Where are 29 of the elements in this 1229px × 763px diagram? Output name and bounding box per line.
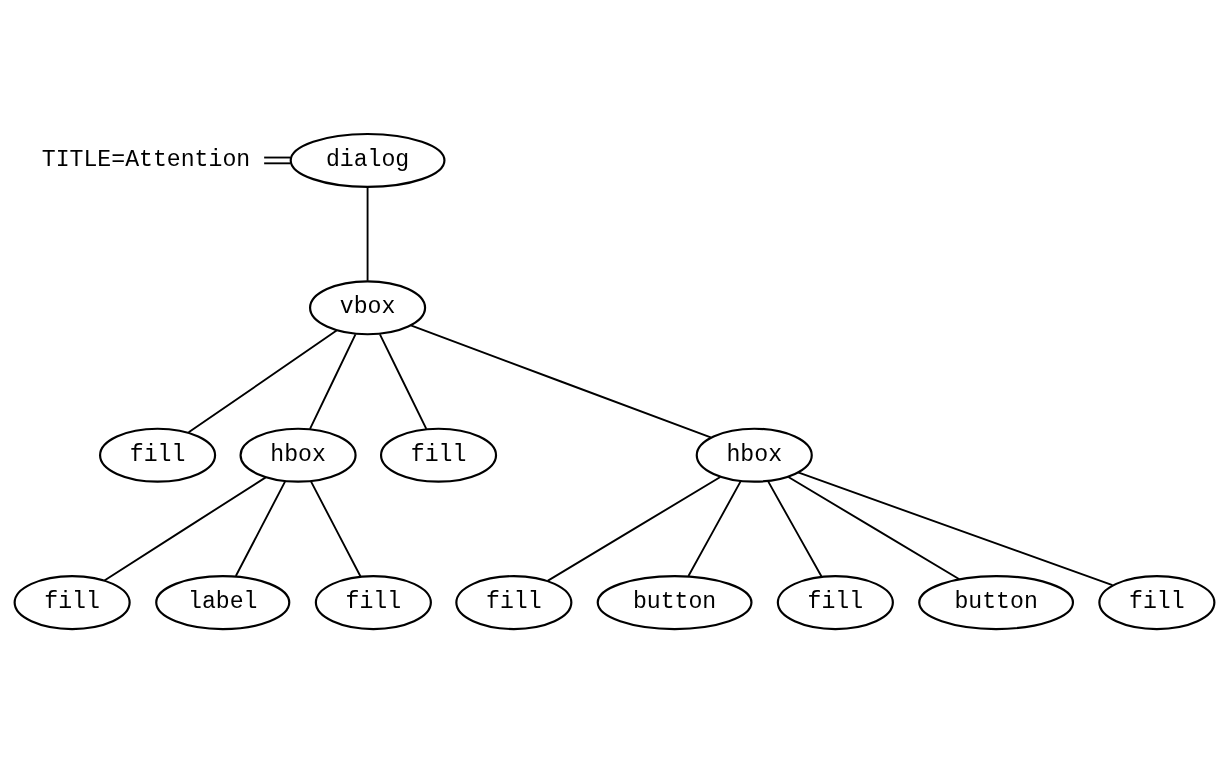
- node-ellipse: button: [596, 575, 753, 631]
- node-ellipse: hbox: [695, 427, 813, 483]
- connector: [546, 476, 722, 582]
- connector: [309, 480, 362, 578]
- connector: [187, 329, 338, 434]
- node-ellipse: fill: [99, 427, 217, 483]
- node-ellipse: fill: [13, 575, 131, 631]
- connector: [797, 471, 1114, 587]
- node-ellipse: label: [155, 575, 291, 631]
- connector: [234, 480, 287, 577]
- node-text: TITLE=Attention: [41, 146, 251, 173]
- connector: [787, 476, 961, 581]
- node-ellipse: button: [918, 575, 1075, 631]
- node-ellipse: fill: [455, 575, 573, 631]
- node-ellipse: fill: [776, 575, 894, 631]
- node-ellipse: vbox: [309, 280, 427, 336]
- connector: [767, 480, 823, 578]
- node-ellipse: fill: [379, 427, 498, 483]
- connector: [309, 333, 357, 430]
- connector: [366, 186, 369, 282]
- connector: [103, 476, 267, 582]
- connector: [379, 333, 428, 430]
- node-ellipse: hbox: [239, 427, 357, 483]
- connector: [409, 324, 712, 439]
- node-ellipse: dialog: [289, 132, 446, 188]
- connector: [687, 480, 742, 577]
- node-ellipse: fill: [314, 575, 432, 631]
- node-ellipse: fill: [1098, 575, 1216, 631]
- connector: [263, 156, 292, 165]
